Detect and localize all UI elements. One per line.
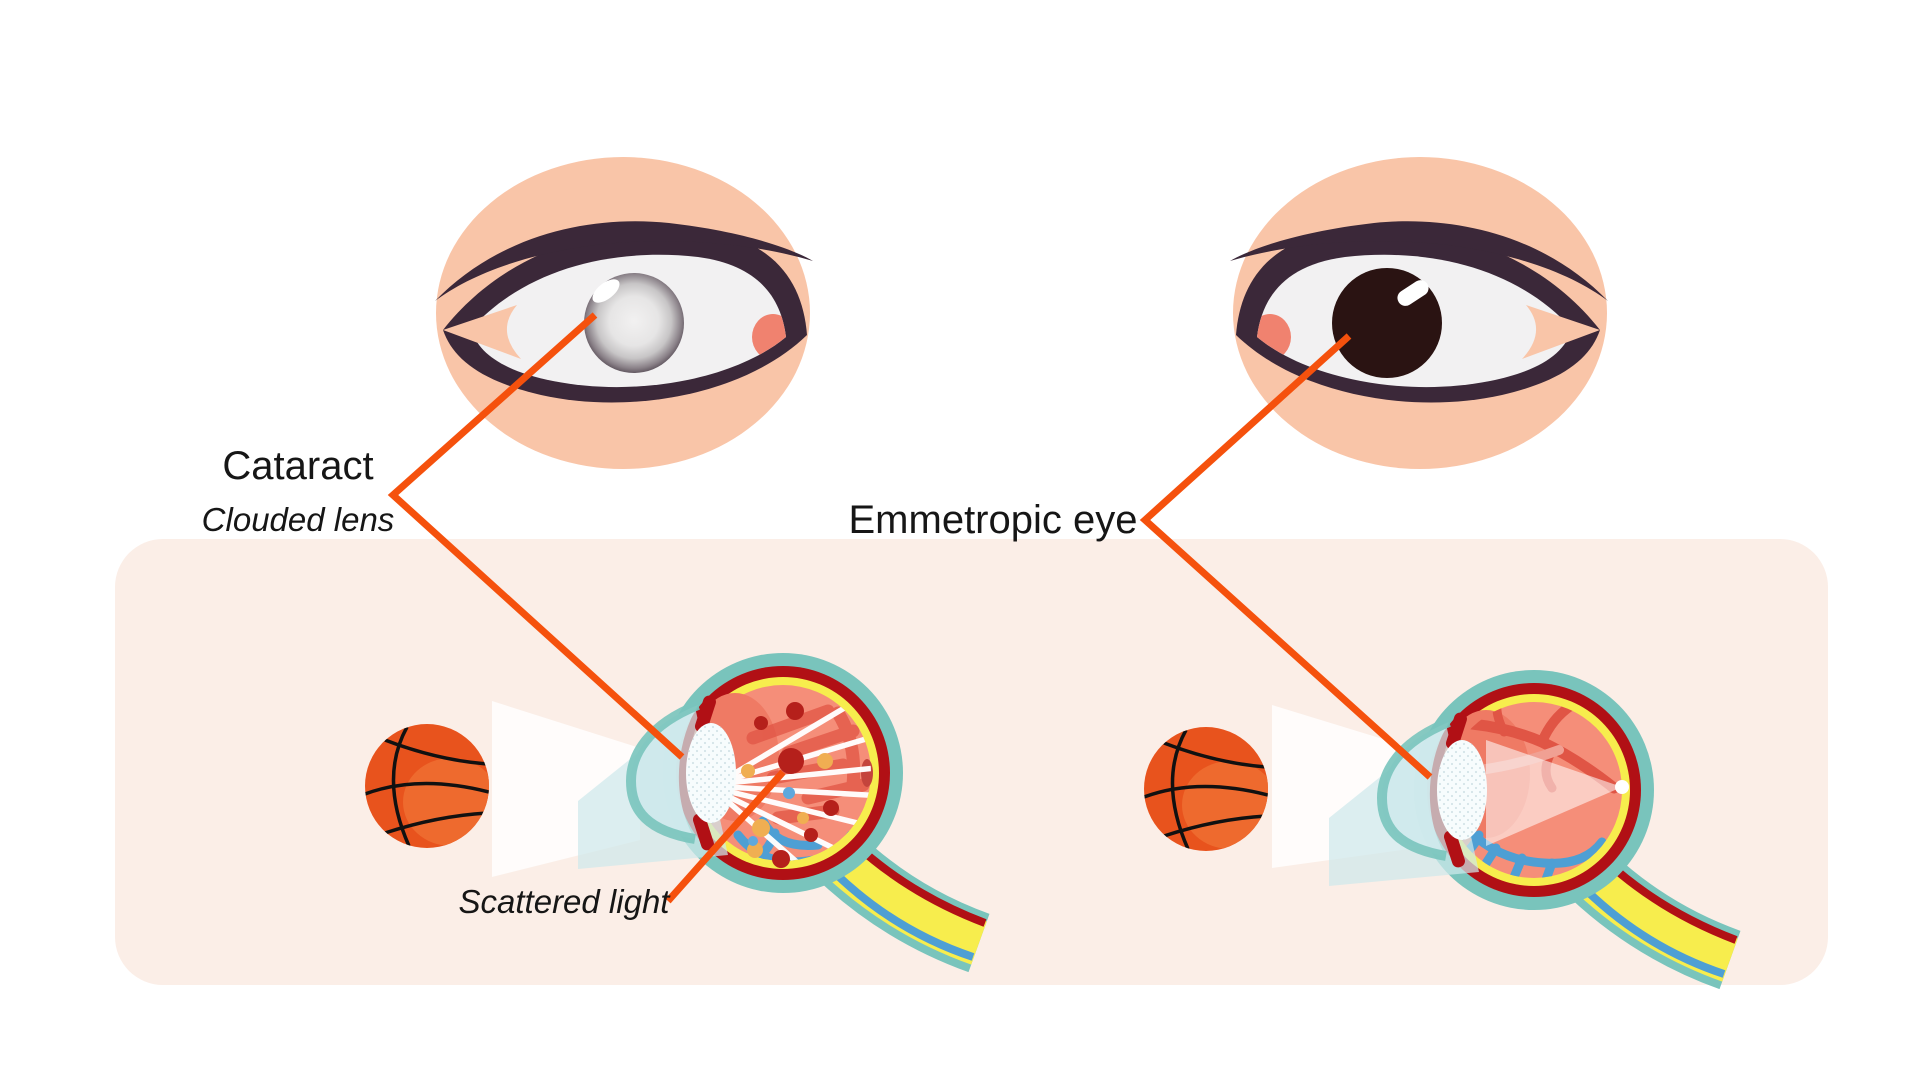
scatter-particles bbox=[741, 702, 839, 868]
cataract-label: Cataract bbox=[222, 444, 374, 488]
pupil-highlight bbox=[1397, 280, 1429, 306]
inner-corner-notch bbox=[1522, 305, 1600, 359]
optic-nerve bbox=[819, 836, 990, 973]
basketball-left bbox=[365, 724, 489, 848]
scattered-light-label: Scattered light bbox=[458, 883, 670, 920]
basketball-right bbox=[1144, 727, 1268, 851]
focal-point bbox=[1615, 780, 1629, 794]
fovea bbox=[861, 759, 873, 787]
eyebrow bbox=[435, 221, 813, 301]
emmetropic-eye-label: Emmetropic eye bbox=[848, 498, 1138, 542]
pupil bbox=[1332, 268, 1442, 378]
cornea-and-lens bbox=[1329, 712, 1487, 886]
leader-line-cataract bbox=[387, 312, 685, 760]
cornea-and-lens bbox=[578, 695, 736, 869]
inner-corner-notch bbox=[443, 305, 521, 359]
leader-line-scattered-light bbox=[665, 769, 786, 904]
focused-light-cone bbox=[1486, 740, 1622, 846]
clouded-lens bbox=[584, 273, 684, 373]
lens-highlight bbox=[592, 279, 620, 303]
eyebrow bbox=[1230, 221, 1608, 301]
cross-section-right bbox=[1329, 670, 1741, 990]
leader-line-emmetropic bbox=[1139, 333, 1433, 780]
clouded-lens-label: Clouded lens bbox=[201, 501, 395, 538]
